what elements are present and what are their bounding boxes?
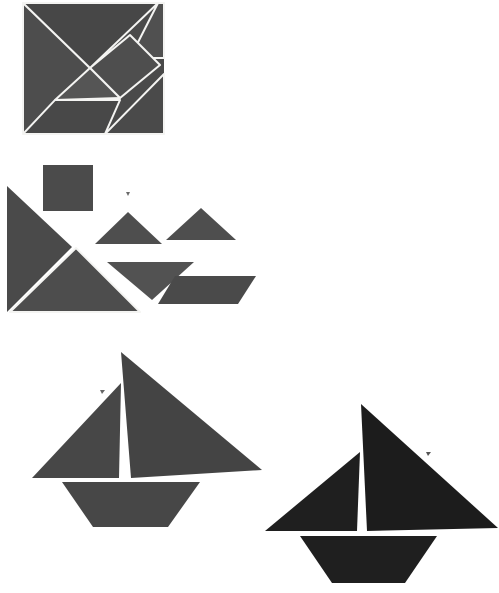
sailboat-right-mark [426, 452, 431, 456]
separate-small-mark [126, 192, 130, 196]
sailboat-left-mainsail [121, 352, 262, 478]
sailboat-left-jib [32, 383, 121, 478]
sailboat-left [32, 352, 262, 527]
separate-small-triangle-2 [166, 208, 236, 240]
sailboat-right-jib [265, 452, 360, 531]
tangram-square [23, 3, 164, 134]
sailboat-left-hull [62, 482, 200, 527]
separate-small-triangle-1 [95, 212, 162, 244]
sailboat-right-mainsail [361, 404, 498, 531]
separate-square [43, 165, 93, 211]
sailboat-right [265, 404, 498, 583]
exploded-pieces [7, 165, 256, 312]
separate-parallelogram [158, 276, 256, 304]
sailboat-left-mark [100, 390, 105, 394]
sailboat-right-hull [300, 536, 437, 583]
